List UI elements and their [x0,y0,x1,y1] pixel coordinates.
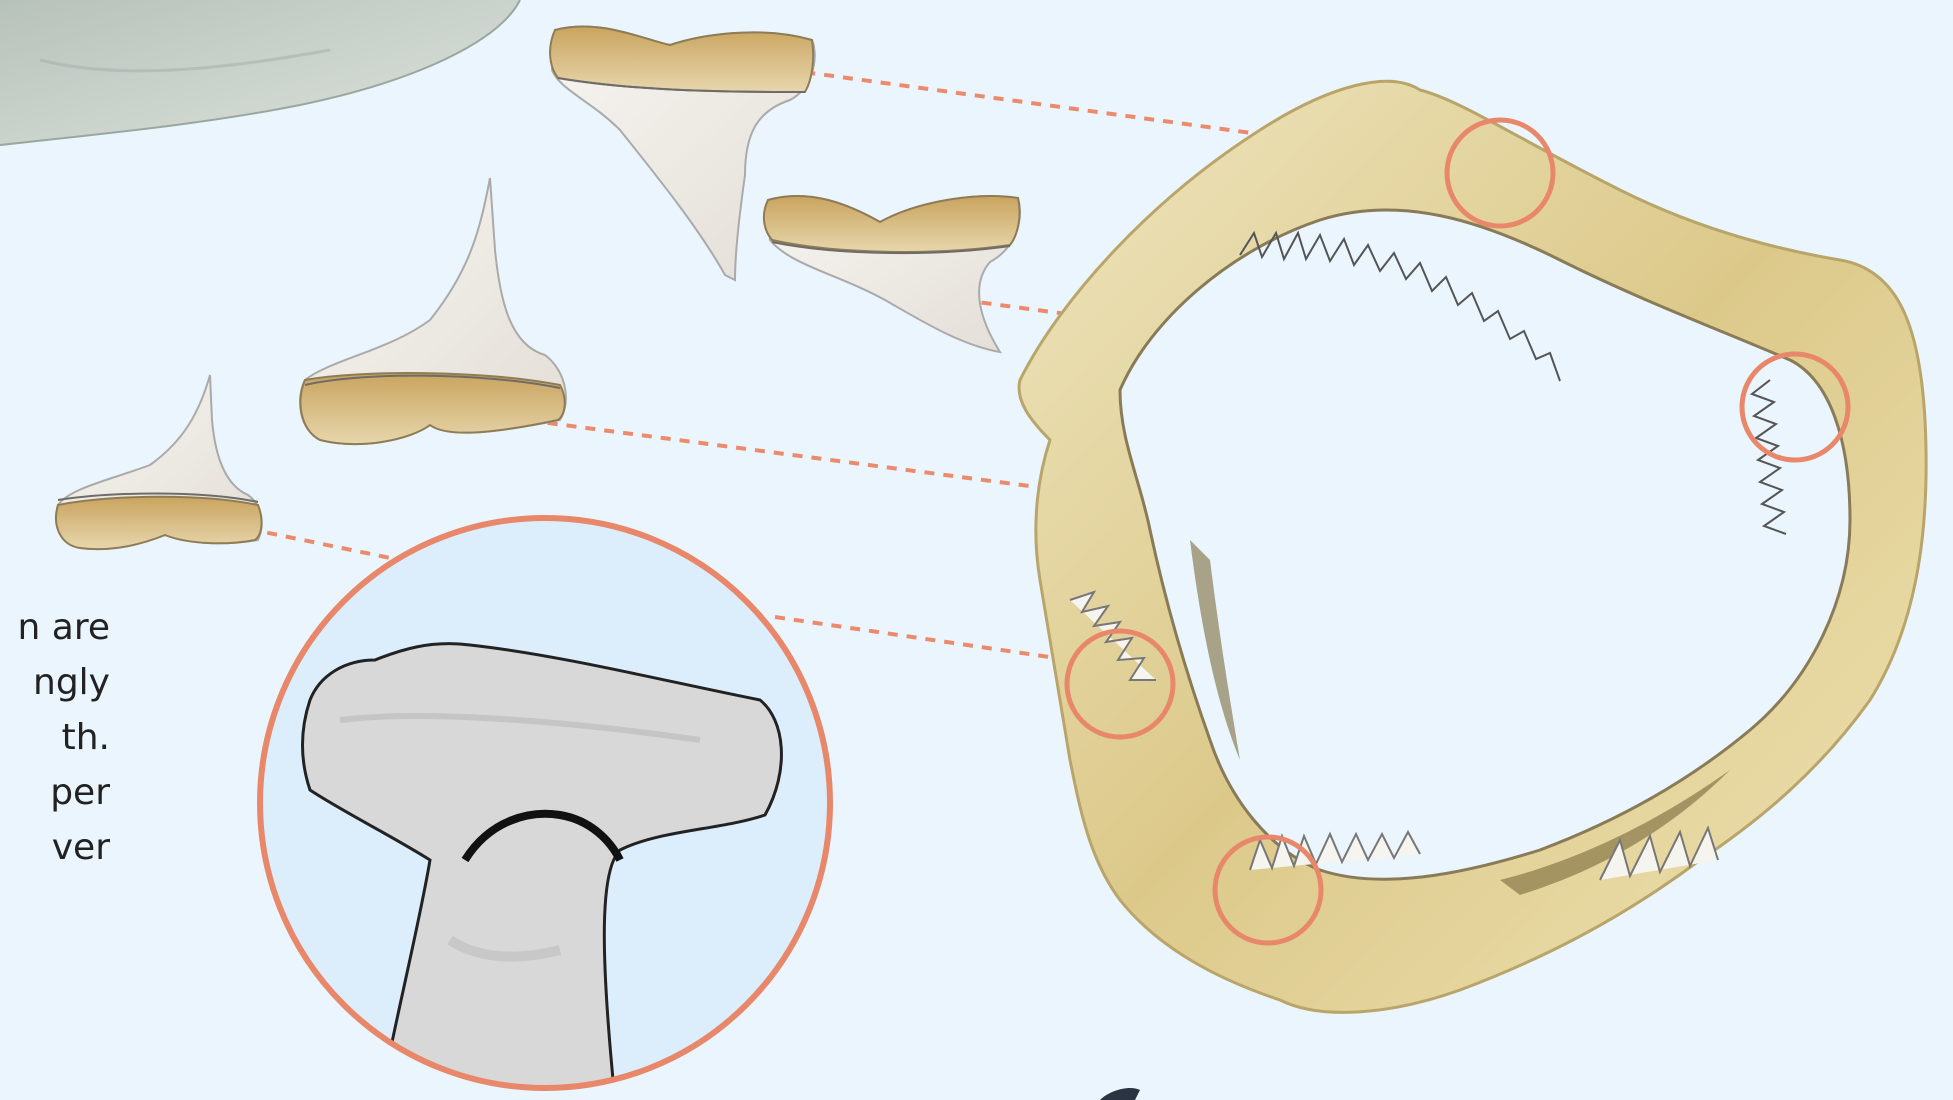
caption-text: n are ngly th. per ver [0,600,110,875]
caption-line: per [0,765,110,820]
caption-line: ngly [0,655,110,710]
hammerhead-head-illustration [260,518,830,1100]
caption-line: n are [0,600,110,655]
lower-tooth-small [56,375,262,549]
shark-jaw-illustration [1019,81,1926,1012]
lower-tooth-large [300,178,566,444]
caption-line: th. [0,710,110,765]
shark-body-fragment [1100,1088,1140,1100]
upper-tooth-medium [764,196,1020,352]
shark-fin-illustration [0,0,520,145]
caption-line: ver [0,820,110,875]
